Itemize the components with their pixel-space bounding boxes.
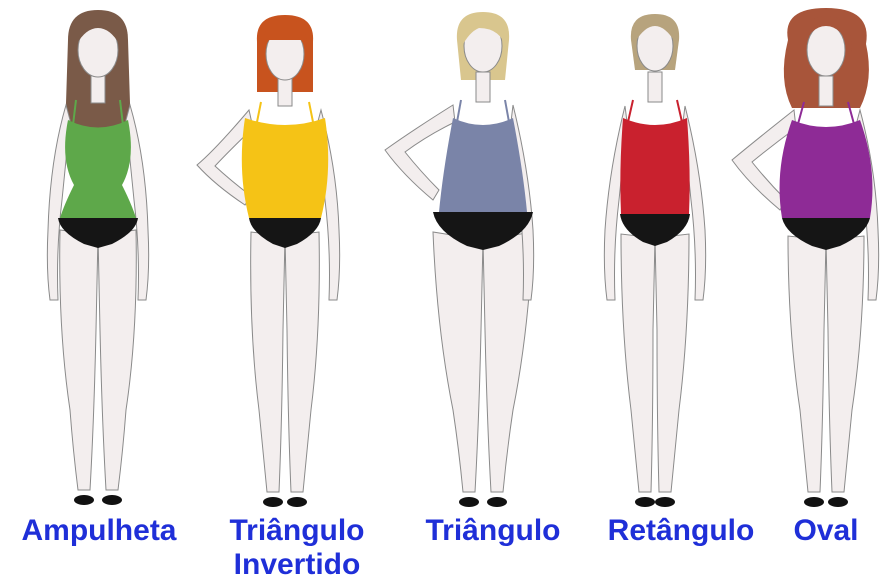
neck (648, 72, 662, 102)
right-shoe (287, 497, 307, 507)
label-triangulo: Triângulo (408, 514, 578, 548)
label-triangulo-invertido-line1: Triângulo (212, 514, 382, 548)
tank-top (60, 120, 136, 218)
figure-retangulo (604, 14, 705, 507)
right-leg (98, 230, 136, 490)
label-triangulo-invertido-line2: Invertido (212, 548, 382, 582)
label-ampulheta: Ampulheta (8, 514, 190, 548)
tank-top (242, 118, 328, 218)
tank-top (620, 118, 689, 214)
left-shoe (804, 497, 824, 507)
right-leg (285, 232, 319, 492)
right-leg (826, 236, 864, 492)
label-triangulo-invertido: Triângulo Invertido (212, 514, 382, 582)
neck (476, 72, 490, 102)
left-leg (621, 234, 655, 492)
neck (819, 76, 833, 106)
left-leg (60, 230, 98, 490)
left-leg (788, 236, 826, 492)
left-shoe (459, 497, 479, 507)
left-leg (433, 232, 483, 492)
label-retangulo: Retângulo (592, 514, 770, 548)
figure-triangulo (385, 12, 534, 507)
right-shoe (487, 497, 507, 507)
left-shoe (635, 497, 655, 507)
figure-oval (732, 8, 879, 507)
right-leg (655, 234, 689, 492)
face (807, 24, 845, 76)
tank-top (780, 120, 873, 218)
neck (91, 75, 105, 103)
left-shoe (263, 497, 283, 507)
figure-ampulheta (47, 10, 148, 505)
tank-top (439, 118, 527, 212)
neck (278, 78, 292, 106)
left-shoe (74, 495, 94, 505)
right-shoe (655, 497, 675, 507)
label-oval: Oval (776, 514, 876, 548)
right-shoe (828, 497, 848, 507)
left-leg (251, 232, 285, 492)
right-shoe (102, 495, 122, 505)
figure-triangulo-invertido (197, 15, 340, 507)
